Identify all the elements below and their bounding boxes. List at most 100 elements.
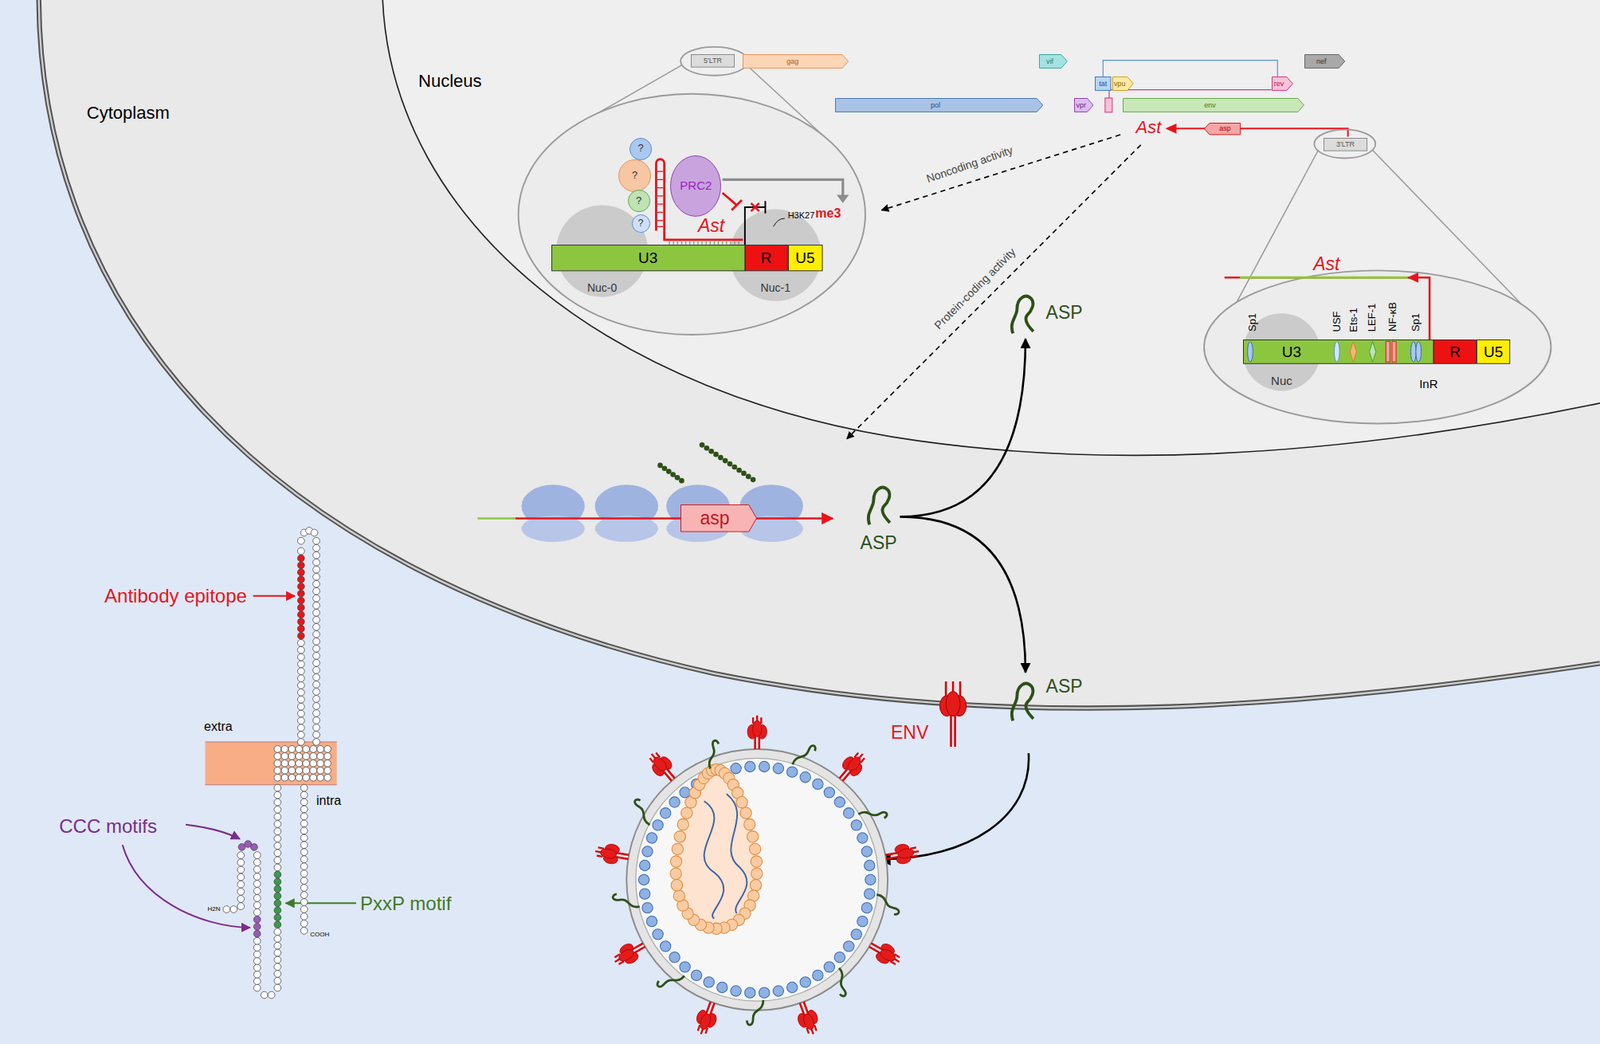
unknown-factor: ? — [618, 159, 651, 193]
amino-acid-bead — [297, 639, 305, 647]
matrix-protein — [638, 874, 649, 885]
gene-arrow: vpr — [1074, 98, 1095, 113]
matrix-protein — [786, 981, 797, 993]
text-label: Antibody epitope — [104, 584, 248, 608]
matrix-protein — [861, 902, 872, 914]
matrix-protein — [690, 969, 702, 981]
unknown-factor-shape — [619, 159, 651, 192]
amino-acid-bead — [260, 991, 268, 999]
amino-acid-bead — [274, 813, 282, 821]
binding-site — [1415, 341, 1422, 363]
ast-transcript — [1173, 128, 1349, 137]
binding-site — [1410, 341, 1416, 363]
nascent-peptide — [674, 474, 681, 481]
amino-acid-bead — [267, 991, 275, 999]
asp-in-envelope — [655, 964, 685, 995]
gene-box-shape — [1095, 77, 1111, 91]
amino-acid-bead — [274, 928, 282, 936]
asp-protein-label: ASP — [1046, 675, 1083, 697]
env-spike — [610, 936, 650, 970]
amino-acid-bead — [313, 572, 321, 581]
amino-acid-bead — [297, 618, 305, 626]
amino-acid-bead — [297, 724, 305, 732]
amino-acid-bead — [317, 759, 325, 767]
matrix-protein — [642, 846, 653, 857]
ltr-region-label: U5 — [795, 249, 815, 267]
amino-acid-bead — [274, 921, 282, 929]
matrix-protein — [646, 832, 657, 844]
unknown-factor-shape — [627, 190, 650, 212]
ltr-region-shape — [1243, 340, 1433, 365]
amino-acid-bead — [297, 702, 305, 710]
capsid-protein — [750, 855, 762, 867]
amino-acid-bead — [274, 970, 282, 978]
matrix-protein — [669, 951, 680, 962]
nuclear-envelope — [382, 0, 1600, 455]
amino-acid-bead — [274, 984, 282, 992]
capsid-protein — [736, 796, 748, 808]
amino-acid-bead — [313, 565, 321, 573]
amino-acid-bead — [313, 594, 321, 602]
matrix-protein — [639, 888, 651, 899]
tss-arrow — [745, 200, 766, 245]
amino-acid-bead — [288, 745, 296, 753]
amino-acid-bead — [238, 843, 246, 851]
text-label: Sp1 — [1247, 313, 1259, 332]
amino-acid-bead — [313, 623, 321, 631]
ltr-region: U5 — [1476, 339, 1510, 365]
text-label: extra — [203, 719, 233, 734]
amino-acid-bead — [313, 558, 321, 566]
zoom-origin — [680, 47, 749, 76]
splice-line — [1109, 90, 1272, 99]
matrix-protein — [772, 763, 784, 774]
amino-acid-bead — [295, 745, 303, 753]
asp-squiggle — [701, 739, 726, 769]
ltr-region: U3 — [1243, 339, 1434, 365]
cell-interior — [39, 0, 1600, 709]
amino-acid-bead — [300, 834, 308, 842]
matrix-protein — [730, 985, 742, 997]
amino-acid-bead — [313, 537, 321, 545]
amino-acid-bead — [297, 738, 305, 746]
amino-acid-bead — [281, 773, 289, 781]
amino-acid-bead — [281, 752, 289, 761]
leader-line — [773, 218, 785, 227]
text-label: Ets-1 — [1348, 307, 1361, 332]
amino-acid-bead — [300, 927, 308, 935]
amino-acid-bead — [300, 891, 308, 899]
amino-acid-bead — [313, 601, 321, 609]
asp-squiggle-line — [1011, 296, 1034, 334]
nascent-peptide — [678, 478, 685, 484]
matrix-protein — [850, 929, 862, 940]
amino-acid-bead — [324, 759, 332, 767]
amino-acid-bead — [297, 596, 305, 604]
unknown-factor-shape — [631, 214, 650, 232]
spike-prongs — [909, 847, 920, 857]
amino-acid-bead — [302, 759, 310, 767]
text-label: Protein-coding activity — [931, 245, 1018, 332]
capsid-protein — [670, 867, 682, 879]
matrix-protein — [652, 819, 663, 831]
matrix-protein — [823, 961, 835, 973]
amino-acid-bead — [253, 977, 261, 985]
gene-arrow-shape — [1039, 54, 1067, 68]
amino-acid-bead — [317, 766, 325, 774]
text-label: me3 — [815, 206, 841, 221]
gene-arrow-label: vif — [1046, 57, 1054, 66]
capsid-protein — [749, 843, 761, 855]
spike-stem — [632, 943, 646, 953]
ltr-region-label: U5 — [1483, 343, 1503, 361]
spike-stem — [839, 768, 851, 781]
amino-acid-bead — [302, 752, 310, 761]
amino-acid-bead — [313, 666, 321, 675]
amino-acid-bead — [300, 784, 308, 792]
splice-line — [1102, 60, 1278, 77]
text-label: CCC motifs — [58, 815, 157, 838]
asp-squiggle-group — [1011, 296, 1034, 334]
matrix-protein — [642, 902, 653, 914]
ltr-region: R — [745, 244, 789, 271]
amino-acid-bead — [297, 582, 305, 590]
amino-acid-bead — [309, 773, 318, 781]
spike-stem — [869, 943, 883, 953]
